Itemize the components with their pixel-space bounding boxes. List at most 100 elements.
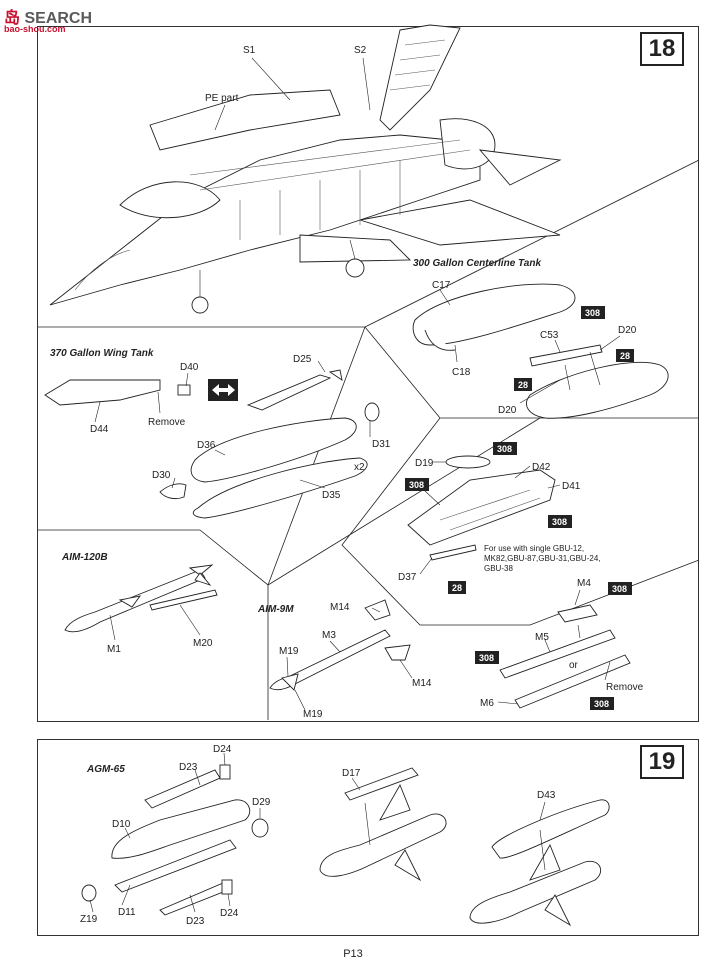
label-m19-lower: M19 bbox=[303, 709, 323, 720]
label-d29: D29 bbox=[252, 797, 271, 808]
step-19-panel bbox=[37, 739, 699, 936]
label-m3: M3 bbox=[322, 630, 336, 641]
label-d19: D19 bbox=[415, 458, 434, 469]
pylon-note-line-3: GBU-38 bbox=[484, 564, 513, 573]
arrow-icon bbox=[208, 379, 238, 401]
watermark-url: bao-shou.com bbox=[4, 24, 66, 34]
svg-text:28: 28 bbox=[620, 351, 630, 361]
label-m20: M20 bbox=[193, 638, 213, 649]
label-or: or bbox=[569, 660, 579, 671]
wing-tank-leaders bbox=[94, 360, 371, 489]
aim9-leaders bbox=[286, 607, 413, 711]
wing-tank-title: 370 Gallon Wing Tank bbox=[50, 348, 154, 359]
tag-308-centerline: 308 bbox=[581, 306, 605, 319]
d43-assembly-drawing bbox=[469, 799, 610, 927]
rails-leaders bbox=[497, 589, 611, 705]
d43-leader bbox=[539, 801, 546, 821]
label-d23-upper: D23 bbox=[179, 762, 198, 773]
tag-28-centerline-left: 28 bbox=[514, 378, 532, 391]
label-x2: x2 bbox=[354, 462, 365, 473]
watermark-logo-glyph: 岛 bbox=[4, 10, 21, 27]
pylon-drawing bbox=[407, 455, 556, 561]
rails-drawing bbox=[499, 604, 631, 709]
tag-308-rail-left: 308 bbox=[475, 651, 499, 664]
label-c53: C53 bbox=[540, 330, 559, 341]
pylon-leaders bbox=[419, 461, 561, 575]
watermark-site: SEARCH bbox=[24, 10, 93, 27]
label-m6: M6 bbox=[480, 698, 494, 709]
pylon-note-line-1: For use with single GBU-12, bbox=[484, 544, 584, 553]
label-d17: D17 bbox=[342, 768, 361, 779]
label-d44: D44 bbox=[90, 424, 109, 435]
label-d25: D25 bbox=[293, 354, 312, 365]
label-d11: D11 bbox=[118, 907, 136, 918]
pylon-note-line-2: MK82,GBU-87,GBU-31,GBU-24, bbox=[484, 554, 600, 563]
label-d30: D30 bbox=[152, 470, 171, 481]
step-18-number: 18 bbox=[640, 32, 684, 66]
tag-308-pylon-right: 308 bbox=[548, 515, 572, 528]
label-s2: S2 bbox=[354, 45, 367, 56]
centerline-tank-drawing bbox=[412, 283, 669, 419]
agm65-leaders bbox=[89, 752, 261, 913]
d17-leader bbox=[351, 777, 361, 791]
label-m5: M5 bbox=[535, 632, 549, 643]
label-d42: D42 bbox=[532, 462, 551, 473]
tag-308-rail-bottom: 308 bbox=[590, 697, 614, 710]
label-remove-wing: Remove bbox=[148, 417, 186, 428]
label-d35: D35 bbox=[322, 490, 341, 501]
tag-308-pylon-left: 308 bbox=[405, 478, 429, 491]
label-d31: D31 bbox=[372, 439, 391, 450]
label-d20-upper: D20 bbox=[618, 325, 637, 336]
tag-308-rail-top: 308 bbox=[608, 582, 632, 595]
label-d20-lower: D20 bbox=[498, 405, 517, 416]
svg-text:308: 308 bbox=[552, 517, 567, 527]
label-m14-upper: M14 bbox=[330, 602, 350, 613]
label-z19: Z19 bbox=[80, 914, 98, 925]
label-m19-upper: M19 bbox=[279, 646, 299, 657]
label-d40: D40 bbox=[180, 362, 199, 373]
label-s1: S1 bbox=[243, 45, 256, 56]
aim120-drawing bbox=[64, 564, 218, 633]
svg-text:308: 308 bbox=[497, 444, 512, 454]
label-d41: D41 bbox=[562, 481, 581, 492]
tag-28-centerline-right: 28 bbox=[616, 349, 634, 362]
label-d24-upper: D24 bbox=[213, 744, 232, 755]
label-c18: C18 bbox=[452, 367, 471, 378]
section-dividers bbox=[38, 159, 700, 720]
svg-text:28: 28 bbox=[518, 380, 528, 390]
step-18-panel bbox=[37, 26, 699, 722]
aim9-title: AIM-9M bbox=[257, 604, 294, 615]
label-remove-rail: Remove bbox=[606, 682, 644, 693]
tag-308-pylon-top: 308 bbox=[493, 442, 517, 455]
label-d23-lower: D23 bbox=[186, 916, 205, 927]
svg-text:308: 308 bbox=[479, 653, 494, 663]
watermark-logo: 岛 SEARCH bbox=[4, 4, 92, 28]
label-m14-lower: M14 bbox=[412, 678, 432, 689]
fuselage-leaders bbox=[214, 57, 371, 131]
svg-text:308: 308 bbox=[594, 699, 609, 709]
aim9-drawing bbox=[269, 599, 411, 691]
label-d36: D36 bbox=[197, 440, 216, 451]
aircraft-drawing bbox=[49, 24, 562, 314]
label-m4: M4 bbox=[577, 578, 591, 589]
svg-text:28: 28 bbox=[452, 583, 462, 593]
aim120-leaders bbox=[109, 604, 201, 641]
label-d37: D37 bbox=[398, 572, 417, 583]
centerline-tank-leaders bbox=[439, 289, 621, 404]
svg-text:308: 308 bbox=[612, 584, 627, 594]
label-d24-lower: D24 bbox=[220, 908, 239, 919]
label-m1: M1 bbox=[107, 644, 121, 655]
label-d10: D10 bbox=[112, 819, 131, 830]
d17-assembly-drawing bbox=[319, 767, 447, 882]
wing-tank-drawing bbox=[44, 369, 380, 519]
centerline-tank-title: 300 Gallon Centerline Tank bbox=[413, 258, 541, 269]
aim120-title: AIM-120B bbox=[61, 552, 108, 563]
label-c17: C17 bbox=[432, 280, 451, 291]
svg-text:308: 308 bbox=[409, 480, 424, 490]
agm65-drawing bbox=[81, 764, 269, 916]
svg-text:308: 308 bbox=[585, 308, 600, 318]
tag-28-pylon: 28 bbox=[448, 581, 466, 594]
page-number: P13 bbox=[343, 948, 363, 960]
agm65-title: AGM-65 bbox=[86, 764, 125, 775]
